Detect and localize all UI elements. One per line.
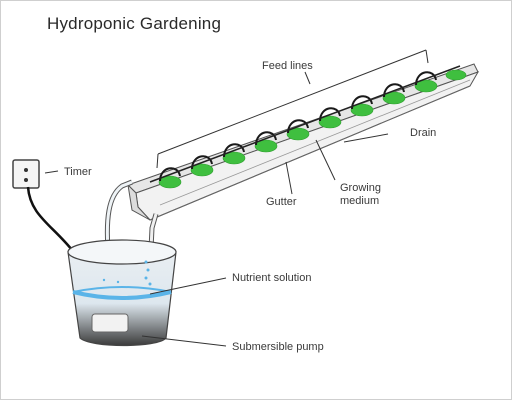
timer-outlet-icon (12, 159, 40, 189)
reservoir (67, 239, 177, 347)
leader-lines (44, 133, 389, 347)
feed-lines-leader (304, 71, 311, 85)
gutter-label: Gutter (266, 196, 297, 208)
nutrient-solution-surface (72, 290, 172, 300)
drain-label: Drain (410, 127, 437, 139)
nutrient-solution-label: Nutrient solution (232, 272, 312, 284)
plants (158, 69, 467, 189)
submersible-pump-icon (91, 313, 129, 333)
growing-medium-label-line1: Growing (340, 182, 381, 194)
growing-medium-label-line2: medium (340, 195, 380, 207)
feed-lines-label: Feed lines (262, 60, 313, 72)
timer-label: Timer (64, 166, 92, 178)
main-feed-line (149, 65, 461, 183)
submersible-pump-label: Submersible pump (232, 341, 324, 353)
feed-lines-bracket (156, 49, 429, 169)
page-title: Hydroponic Gardening (47, 14, 222, 33)
